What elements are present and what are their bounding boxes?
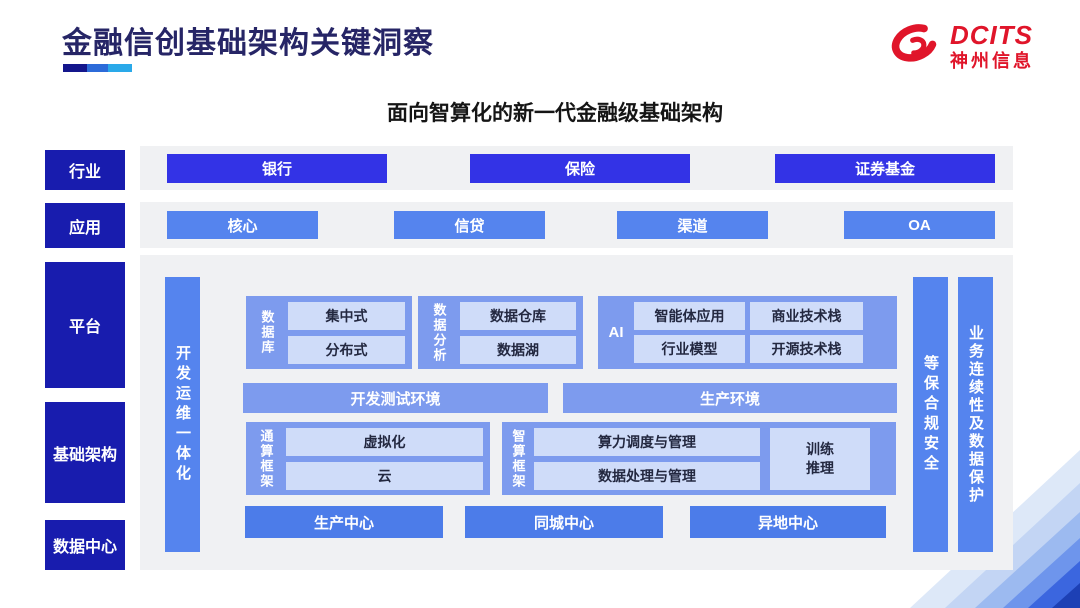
application-box-channel: 渠道 [617,211,768,239]
intelligent-compute-label: 智算框架 [510,428,526,489]
analytics-items: 数据仓库 数据湖 [460,301,583,364]
datacenter-remote: 异地中心 [690,506,886,538]
database-section: 数据库 集中式 分布式 [246,296,412,369]
ai-item-commercial-stack: 商业技术栈 [750,302,863,330]
application-box-oa: OA [844,211,995,239]
ai-items: 智能体应用 商业技术栈 行业模型 开源技术栈 [634,302,863,363]
general-compute-item-virtualization: 虚拟化 [286,427,483,456]
ai-section: AI 智能体应用 商业技术栈 行业模型 开源技术栈 [598,296,897,369]
logo-company-name: 神州信息 [950,51,1034,71]
analytics-section-label: 数据分析 [431,302,447,363]
diagram-title: 面向智算化的新一代金融级基础架构 [387,102,723,125]
general-compute-items: 虚拟化 云 [286,427,490,490]
application-box-core: 核心 [167,211,318,239]
dcits-swirl-icon [891,24,937,62]
logo-text: DCITS 神州信息 [950,20,1034,72]
ai-section-label: AI [608,324,624,341]
intelligent-compute-item-dataprocessing: 数据处理与管理 [534,461,760,490]
underline-segment [108,64,132,72]
rail-label-industry: 行业 [45,150,125,190]
analytics-section: 数据分析 数据仓库 数据湖 [418,296,583,369]
intelligent-compute-item-scheduling: 算力调度与管理 [534,427,760,456]
ai-item-industry-models: 行业模型 [634,335,745,363]
logo-brand: DCITS [950,20,1033,50]
datacenter-same-city: 同城中心 [465,506,663,538]
compliance-security-label: 等保合规安全 [922,354,939,475]
general-compute-section: 通算框架 虚拟化 云 [246,422,490,495]
industry-box-insurance: 保险 [470,154,690,183]
industry-box-bank: 银行 [167,154,387,183]
database-item-centralized: 集中式 [288,301,405,330]
devops-vertical-bar: 开发运维一体化 [165,277,200,552]
application-box-credit: 信贷 [394,211,545,239]
analytics-item-warehouse: 数据仓库 [460,301,576,330]
business-continuity-bar: 业务连续性及数据保护 [958,277,993,552]
industry-box-securities: 证券基金 [775,154,995,183]
datacenter-production: 生产中心 [245,506,443,538]
rail-label-infrastructure: 基础架构 [45,402,125,503]
ai-item-opensource-stack: 开源技术栈 [750,335,863,363]
intelligent-compute-items: 算力调度与管理 数据处理与管理 [534,427,760,490]
database-item-distributed: 分布式 [288,335,405,364]
ai-item-agent-apps: 智能体应用 [634,302,745,330]
company-logo: DCITS 神州信息 [886,20,1034,72]
devops-bar-label: 开发运维一体化 [174,344,191,485]
analytics-item-lake: 数据湖 [460,335,576,364]
rail-label-datacenter: 数据中心 [45,520,125,570]
page-title: 金融信创基础架构关键洞察 [62,27,434,60]
business-continuity-label: 业务连续性及数据保护 [967,324,984,505]
underline-segment [87,64,108,72]
training-inference-box: 训练 推理 [770,427,870,490]
title-underline [63,64,132,72]
general-compute-label: 通算框架 [258,428,274,489]
database-items: 集中式 分布式 [288,301,412,364]
dev-test-environment-bar: 开发测试环境 [243,383,548,413]
rail-label-application: 应用 [45,203,125,248]
underline-segment [63,64,87,72]
general-compute-item-cloud: 云 [286,461,483,490]
compliance-security-bar: 等保合规安全 [913,277,948,552]
intelligent-compute-section: 智算框架 算力调度与管理 数据处理与管理 训练 推理 [502,422,896,495]
database-section-label: 数据库 [259,310,275,355]
production-environment-bar: 生产环境 [563,383,897,413]
rail-label-platform: 平台 [45,262,125,388]
